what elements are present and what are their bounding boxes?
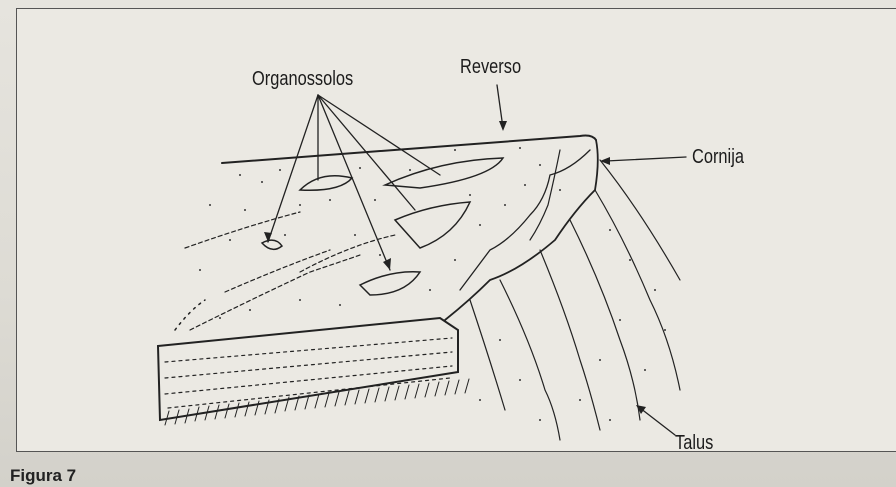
cornija-label: Cornija [692, 146, 744, 169]
organossolo-patch-3 [395, 202, 470, 248]
reverso-label: Reverso [460, 56, 521, 79]
figure-caption: Figura 7 [10, 466, 76, 486]
base-vegetation [165, 379, 469, 425]
organossolo-patch-1 [300, 176, 352, 191]
plateau-top-edge [222, 136, 596, 164]
talus-label: Talus [675, 432, 713, 455]
plateau-left-edge [175, 300, 205, 330]
organossolo-patch-5 [262, 240, 282, 249]
organossolo-patch-4 [360, 272, 420, 295]
talus-leader [640, 408, 675, 435]
organossolos-label: Organossolos [252, 68, 353, 91]
cornija-leader [606, 157, 686, 161]
organossolo-patch-2 [385, 158, 503, 188]
talus-ridges [470, 160, 680, 440]
organossolos-leaders [268, 95, 440, 270]
plateau-drainage [185, 212, 395, 330]
